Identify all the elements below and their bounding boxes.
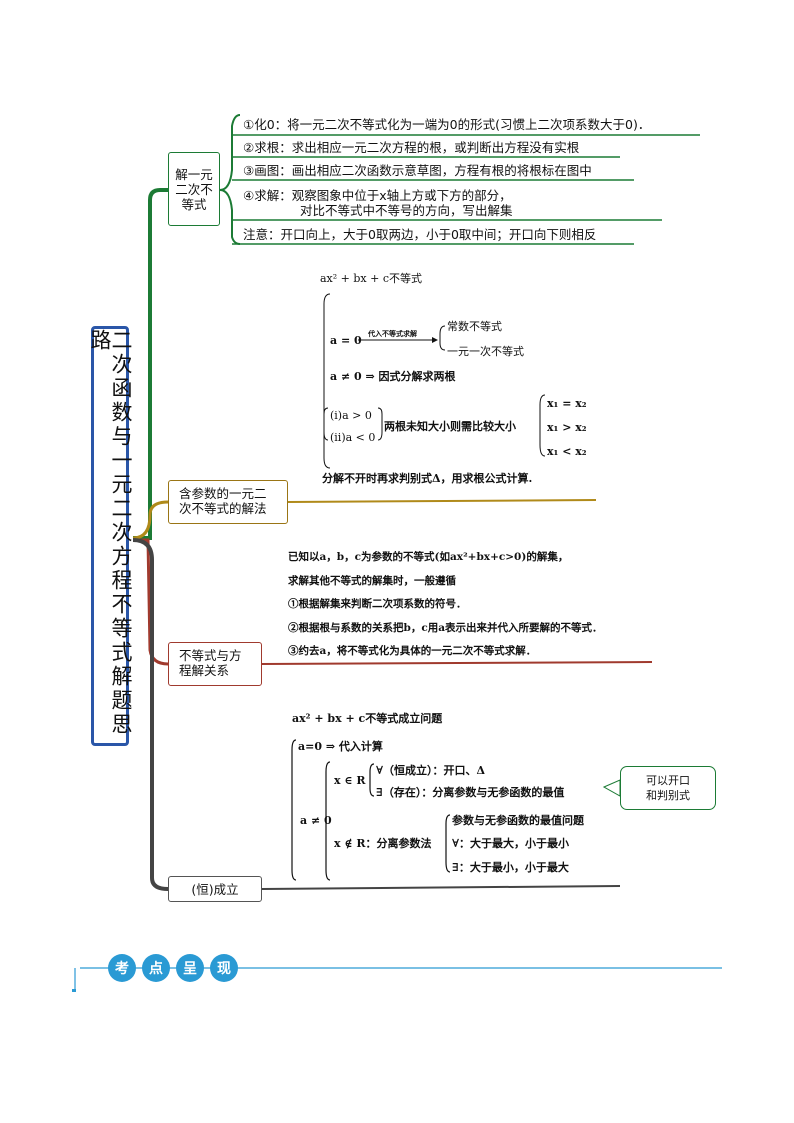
branch3-label: 不等式与方程解关系: [179, 648, 242, 678]
b3-line-2: 求解其他不等式的解集时，一般遵循: [288, 575, 456, 587]
branch1-label: 解一元二次不等式: [175, 166, 213, 212]
section-char-2: 点: [142, 954, 170, 982]
b3-line-5: ③约去a，将不等式化为具体的一元二次不等式求解．: [288, 645, 537, 657]
b2-cmp-eq: x₁ = x₂: [547, 397, 587, 410]
b4-note-callout: 可以开口 和判别式: [620, 766, 716, 810]
branch-inequality-equation-relation: 不等式与方程解关系: [168, 642, 262, 686]
b4-x-notin-r: x ∉ R：分离参数法: [334, 837, 432, 850]
section-char-1: 考: [108, 954, 136, 982]
step-1: ①化0：将一元二次不等式化为一端为0的形式(习惯上二次项系数大于0)．: [243, 117, 651, 132]
note: 注意：开口向上，大于0取两边，小于0取中间；开口向下则相反: [243, 227, 597, 242]
b2-case-a0: a = 0: [330, 334, 362, 347]
step-4-cont: 对比不等式中不等号的方向，写出解集: [300, 203, 513, 218]
connector-branch2: [132, 500, 169, 540]
b2-cmp-gt: x₁ > x₂: [547, 421, 587, 434]
branch-always-holds: (恒)成立: [168, 876, 262, 902]
branch2-label: 含参数的一元二次不等式的解法: [179, 486, 267, 516]
b2-result-const: 常数不等式: [447, 320, 502, 333]
root-title-box: 二次函数与一元二次方程不等式解题思路: [88, 326, 133, 746]
b2-result-linear: 一元一次不等式: [447, 345, 524, 358]
b2-footer: 分解不开时再求判别式Δ，用求根公式计算.: [322, 472, 533, 485]
b3-line-3: ①根据解集来判断二次项系数的符号．: [288, 598, 467, 610]
b4-case-ane0: a ≠ 0: [300, 814, 332, 827]
b4-case-a0: a=0 ⇒ 代入计算: [298, 740, 383, 753]
b2-subcase-1: (i)a > 0: [330, 409, 372, 422]
b4-sep-3: ∃：大于最小，小于最大: [452, 861, 569, 874]
connector-branch4: [132, 538, 169, 891]
b3-line-1: 已知以a，b，c为参数的不等式(如ax²+bx+c>0)的解集，: [288, 551, 569, 563]
root-title: 二次函数与一元二次方程不等式解题思路: [88, 329, 133, 737]
b4-note-line-1: 可以开口: [646, 774, 690, 787]
step-2: ②求根：求出相应一元二次方程的根，或判断出方程没有实根: [243, 140, 580, 155]
step-3: ③画图：画出相应二次函数示意草图，方程有根的将根标在图中: [243, 163, 592, 178]
b4-title: ax² + bx + c不等式成立问题: [292, 712, 443, 725]
b3-line-4: ②根据根与系数的关系把b，c用a表示出来并代入所要解的不等式．: [288, 622, 603, 634]
b2-subcase-2: (ii)a < 0: [330, 431, 376, 444]
connector-branch1: [133, 188, 168, 540]
section-char-3: 呈: [176, 954, 204, 982]
step-4: ④求解：观察图象中位于x轴上方或下方的部分，: [243, 188, 512, 203]
section-header: 考 点 呈 现: [108, 954, 238, 982]
b2-cmp-lt: x₁ < x₂: [547, 445, 587, 458]
b4-x-in-r: x ∈ R: [334, 774, 366, 787]
b4-sep-1: 参数与无参函数的最值问题: [452, 814, 584, 827]
b4-note-line-2: 和判别式: [646, 789, 690, 802]
b2-case-ane0: a ≠ 0 ⇒ 因式分解求两根: [330, 370, 456, 383]
b2-arrow-label: 代入不等式求解: [368, 329, 417, 338]
b2-title: ax² + bx + c不等式: [320, 272, 422, 285]
b4-exists: ∃（存在）：分离参数与无参函数的最值: [376, 786, 565, 799]
branch4-label: (恒)成立: [191, 881, 239, 897]
b2-compare: 两根未知大小则需比较大小: [384, 420, 516, 433]
branch-solve-quadratic-inequality: 解一元二次不等式: [168, 152, 220, 226]
branch-parametric-inequality: 含参数的一元二次不等式的解法: [168, 480, 288, 524]
section-char-4: 现: [210, 954, 238, 982]
b4-sep-2: ∀：大于最大，小于最小: [452, 837, 570, 850]
b4-forall: ∀（恒成立）：开口、Δ: [376, 764, 486, 777]
